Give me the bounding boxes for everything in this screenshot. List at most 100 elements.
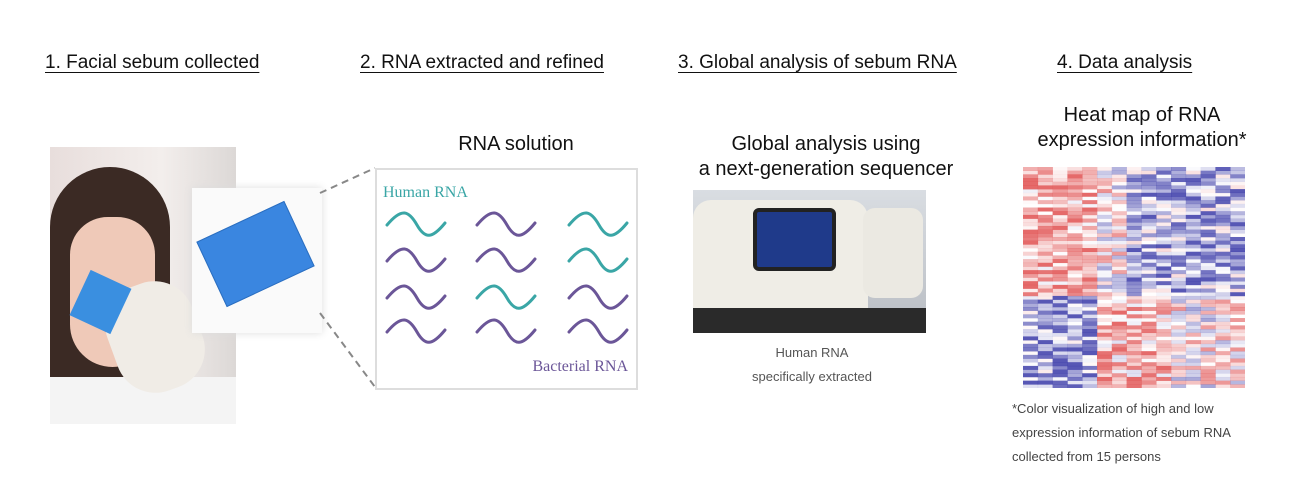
heatmap-cell xyxy=(1111,325,1127,330)
heatmap-cell xyxy=(1200,310,1216,315)
heatmap-cell xyxy=(1082,236,1098,241)
heatmap-cell xyxy=(1200,174,1216,179)
heatmap-cell xyxy=(1141,332,1157,337)
heatmap-cell xyxy=(1126,292,1142,297)
heatmap-cell xyxy=(1082,196,1097,200)
heatmap-cell xyxy=(1052,288,1068,293)
heatmap-cell xyxy=(1023,384,1039,388)
heatmap-cell xyxy=(1023,170,1039,175)
heatmap-cell xyxy=(1230,211,1245,216)
heatmap-cell xyxy=(1185,332,1201,337)
heatmap-cell xyxy=(1185,240,1201,245)
heatmap-cell xyxy=(1052,321,1068,326)
heatmap-cell xyxy=(1126,240,1142,245)
heatmap-cell xyxy=(1052,248,1068,253)
heatmap-cell xyxy=(1082,174,1098,179)
heatmap-cell xyxy=(1037,262,1053,267)
heatmap-cell xyxy=(1052,185,1068,190)
heatmap-cell xyxy=(1185,295,1201,300)
heatmap-cell xyxy=(1082,329,1098,334)
heatmap-cell xyxy=(1052,314,1068,319)
heatmap-cell xyxy=(1185,174,1201,179)
heatmap-cell xyxy=(1052,332,1068,337)
heatmap-cell xyxy=(1097,255,1113,260)
heatmap-cell xyxy=(1037,332,1053,337)
heatmap-cell xyxy=(1215,203,1231,208)
heatmap-cell xyxy=(1200,167,1216,171)
heatmap-cell xyxy=(1200,218,1216,223)
heatmap-cell xyxy=(1023,351,1038,355)
heatmap-cell xyxy=(1023,189,1039,194)
heatmap-cell xyxy=(1067,380,1083,385)
heatmap-cell xyxy=(1185,200,1201,205)
heatmap-cell xyxy=(1141,336,1157,341)
heatmap-cell xyxy=(1067,306,1083,311)
heatmap-cell xyxy=(1141,343,1157,348)
heatmap-cell xyxy=(1037,365,1053,370)
heatmap-cell xyxy=(1067,259,1083,264)
heatmap-cell xyxy=(1185,365,1201,370)
heatmap-cell xyxy=(1023,281,1039,286)
heatmap-cell xyxy=(1097,354,1113,359)
heatmap-cell xyxy=(1185,351,1201,356)
heatmap-cell xyxy=(1112,208,1127,212)
heatmap-cell xyxy=(1097,174,1113,179)
bacterial-rna-wave xyxy=(475,247,537,273)
heatmap-cell xyxy=(1082,303,1098,308)
heatmap-cell xyxy=(1171,314,1187,319)
heatmap-cell xyxy=(1215,181,1231,186)
heatmap-cell xyxy=(1097,214,1113,219)
heatmap-cell xyxy=(1037,306,1053,311)
heatmap-cell xyxy=(1185,303,1201,308)
heatmap-cell xyxy=(1185,222,1201,227)
heatmap-cell xyxy=(1111,299,1127,304)
heatmap-cell xyxy=(1126,365,1142,370)
heatmap-cell xyxy=(1215,207,1231,212)
heatmap-cell xyxy=(1126,306,1142,311)
heatmap-cell xyxy=(1171,292,1186,296)
heatmap-cell xyxy=(1023,321,1039,326)
heatmap-cell xyxy=(1111,211,1127,216)
heatmap-cell xyxy=(1200,170,1216,175)
heatmap-cell xyxy=(1230,196,1245,201)
heatmap-cell xyxy=(1185,170,1201,175)
heatmap-cell xyxy=(1141,266,1157,271)
heatmap-cell xyxy=(1171,284,1187,289)
heatmap-cell xyxy=(1111,310,1127,315)
heatmap-cell xyxy=(1200,354,1216,359)
heatmap-cell xyxy=(1171,310,1187,315)
heatmap-cell xyxy=(1023,262,1039,267)
heatmap-cell xyxy=(1156,214,1172,219)
heatmap-cell xyxy=(1156,251,1172,256)
heatmap-cell xyxy=(1215,347,1231,352)
heatmap-cell xyxy=(1185,218,1201,223)
heatmap-cell xyxy=(1097,322,1112,326)
heatmap-cell xyxy=(1200,207,1216,212)
heatmap-cell xyxy=(1082,373,1098,378)
heatmap-cell xyxy=(1067,299,1083,304)
heatmap-cell xyxy=(1111,251,1127,256)
heatmap-cell xyxy=(1215,240,1231,245)
heatmap-cell xyxy=(1230,340,1245,345)
heatmap-cell xyxy=(1097,325,1113,330)
heatmap-cell xyxy=(1185,236,1201,241)
heatmap-cell xyxy=(1171,306,1187,311)
heatmap-cell xyxy=(1037,358,1053,363)
heatmap-cell xyxy=(1037,299,1053,304)
heatmap-cell xyxy=(1023,236,1039,241)
heatmap-cell xyxy=(1112,189,1127,193)
heatmap-cell xyxy=(1052,384,1068,388)
heatmap-cell xyxy=(1215,303,1231,308)
heatmap-cell xyxy=(1097,369,1113,374)
heatmap-cell xyxy=(1230,174,1245,179)
heatmap-cell xyxy=(1023,332,1039,337)
heatmap-cell xyxy=(1097,288,1113,293)
heatmap-cell xyxy=(1171,365,1187,370)
step-1-heading: 1. Facial sebum collected xyxy=(45,52,260,73)
heatmap-cell xyxy=(1097,284,1113,289)
heatmap-cell xyxy=(1023,295,1039,300)
heatmap-cell xyxy=(1126,314,1142,319)
heatmap-cell xyxy=(1053,252,1068,256)
heatmap-cell xyxy=(1023,266,1039,271)
heatmap-cell xyxy=(1052,369,1068,374)
